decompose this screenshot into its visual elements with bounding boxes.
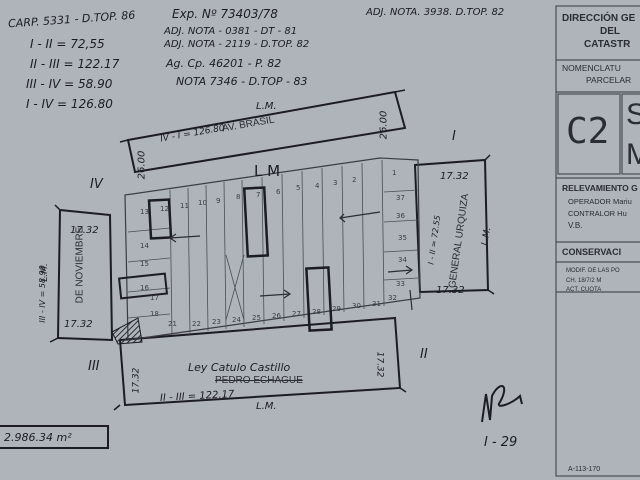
measure-4: I - IV = 126.80: [26, 97, 113, 111]
tb-note-1: MODIF. DE LAS PO: [566, 268, 620, 274]
lot-number: 28: [312, 308, 321, 316]
dim-2600-left: 26.00: [136, 150, 148, 180]
building-2: [242, 186, 270, 258]
lm-center: L M: [254, 162, 281, 180]
lot-number: 11: [180, 202, 189, 210]
lot-number: 14: [140, 242, 149, 250]
tb-footer-code: A-113-170: [568, 466, 601, 473]
dim-1732-bottom-right: 17.32: [436, 285, 465, 296]
lot-number: 18: [150, 310, 159, 318]
tb-contralor: CONTRALOR Hu: [568, 209, 627, 218]
corner-I: I: [452, 129, 456, 144]
lot-number: 17: [150, 294, 159, 302]
adj-note-1: ADJ. NOTA - 0381 - DT - 81: [164, 26, 298, 37]
lot-number: 6: [276, 188, 281, 196]
lot-number: 30: [352, 302, 361, 310]
signature-label: I - 29: [484, 435, 518, 450]
lot-number: 16: [140, 284, 149, 292]
lot-number: 26: [272, 312, 281, 320]
adj-note-3: ADJ. NOTA. 3938. D.TOP. 82: [366, 7, 505, 18]
lot-number: 4: [315, 182, 320, 190]
adj-note-2: ADJ. NOTA - 2119 - D.TOP. 82: [164, 39, 310, 50]
tb-conservacion: CONSERVACI: [562, 247, 622, 257]
lot-number: 22: [192, 320, 201, 328]
lot-number: 13: [140, 208, 149, 216]
hatched-lot: [111, 317, 143, 345]
lot-number: 34: [398, 256, 407, 264]
tb-code-s: S: [626, 98, 640, 131]
title-block-frame: [555, 5, 640, 477]
lot-number: 27: [292, 310, 301, 318]
nota-note: NOTA 7346 - D.TOP - 83: [176, 75, 308, 88]
tb-parcelaria: PARCELAR: [586, 75, 632, 85]
lot-number: 25: [252, 314, 261, 322]
tb-nomenclatura: NOMENCLATU: [562, 63, 621, 73]
lm-left: L.M.: [39, 263, 50, 282]
dim-1732-top-right: 17.32: [440, 171, 469, 182]
building-1: [147, 198, 173, 240]
lm-bottom: L.M.: [256, 401, 277, 412]
tb-code: C2: [566, 111, 610, 152]
lot-number: 37: [396, 194, 405, 202]
lot-number: 12: [160, 205, 169, 213]
tb-note-3: ACT. CUOTA: [566, 287, 602, 293]
dim-2600-right: 26.00: [378, 110, 390, 140]
lot-number: 31: [372, 300, 381, 308]
noviembre-strip: [56, 208, 114, 342]
tb-vb: V.B.: [568, 221, 583, 230]
area-box: [0, 425, 109, 449]
lot-number: 10: [198, 199, 207, 207]
ag-note: Ag. Cp. 46201 - P. 82: [166, 57, 282, 70]
street-de-noviembre: DE NOVIEMBRE: [74, 226, 86, 304]
lot-number: 35: [398, 234, 407, 242]
street-catulo-castillo: Ley Catulo Castillo: [188, 361, 291, 374]
lot-number: 33: [396, 280, 405, 288]
lot-number: 24: [232, 316, 241, 324]
lot-number: 21: [168, 320, 177, 328]
dimension-ticks: [49, 89, 495, 411]
lm-top: L.M.: [256, 101, 277, 112]
av-brasil-strip: [126, 90, 407, 174]
dim-1732-bottom-b: 17.32: [374, 351, 385, 378]
tb-direccion: DIRECCIÓN GE: [562, 13, 636, 24]
measure-3: III - IV = 58.90: [26, 77, 113, 91]
lot-number: 1: [392, 169, 396, 177]
dim-1732-bottom-left: 17.32: [64, 319, 93, 330]
dim-1732-bottom-a: 17.32: [131, 367, 142, 394]
building-4: [117, 272, 169, 300]
lot-number: 9: [216, 197, 220, 205]
tb-del: DEL: [600, 26, 620, 37]
dim-1732-top-left: 17.32: [70, 225, 99, 236]
tb-note-2: CH. 18/7/2 M: [566, 278, 602, 284]
corner-III: III: [88, 359, 100, 374]
exp-note: Exp. Nº 73403/78: [172, 7, 278, 21]
lot-number: 36: [396, 212, 405, 220]
lot-number: 7: [256, 191, 260, 199]
lot-number: 8: [236, 193, 240, 201]
tb-relevamiento: RELEVAMIENTO G: [562, 183, 638, 193]
measure-1: I - II = 72,55: [30, 37, 105, 51]
tb-operador: OPERADOR Mariu: [568, 197, 632, 206]
lot-lines: [127, 159, 419, 336]
lot-number: 3: [333, 179, 337, 187]
lot-number: 23: [212, 318, 221, 326]
street-pedro-echague: PEDRO ECHAGUE: [215, 375, 303, 386]
corner-IV: IV: [90, 177, 103, 192]
lot-number: 2: [352, 176, 356, 184]
tb-catastro: CATASTR: [584, 39, 631, 50]
block-outline: [124, 157, 421, 341]
measure-2: II - III = 122.17: [30, 57, 120, 71]
lot-number: 32: [388, 294, 397, 302]
area-label: 2.986.34 m²: [4, 431, 72, 444]
signature-scribble: [481, 385, 523, 423]
lot-number: 29: [332, 305, 341, 313]
tb-code-m: M: [626, 138, 640, 171]
lot-number: 5: [296, 184, 300, 192]
lot-number: 15: [140, 260, 149, 268]
building-3: [305, 266, 333, 332]
corner-II: II: [420, 347, 428, 362]
arrow-marks: [168, 211, 414, 311]
